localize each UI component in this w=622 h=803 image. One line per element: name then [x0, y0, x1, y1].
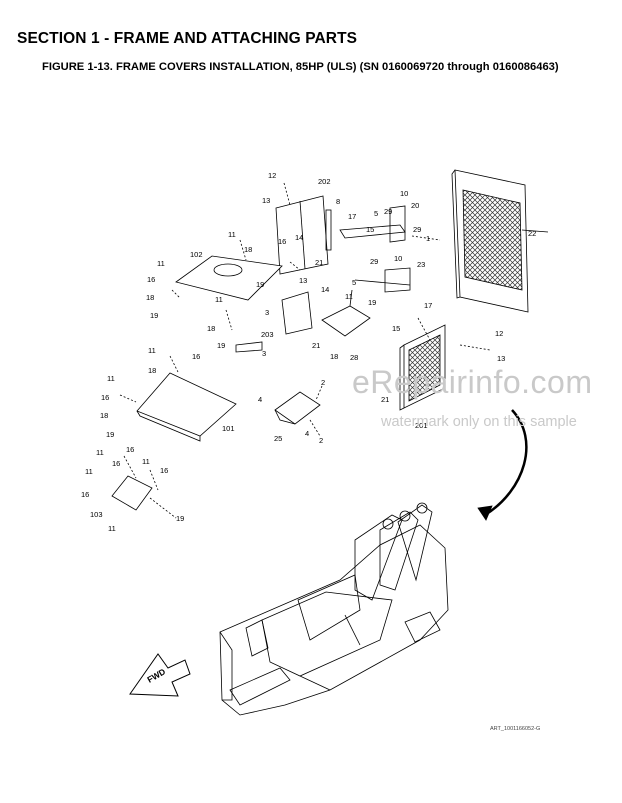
callout-label: 21: [381, 395, 389, 404]
callout-label: 20: [411, 201, 419, 210]
cover-203: [235, 291, 313, 353]
callout-label: 18: [100, 411, 108, 420]
figure-title: FIGURE 1-13. FRAME COVERS INSTALLATION, …: [42, 61, 559, 73]
watermark-subtext: watermark only on this sample: [381, 414, 577, 430]
callout-label: 3: [262, 349, 266, 358]
callout-label: 10: [394, 254, 402, 263]
cover-103: [111, 475, 153, 511]
callout-label: 19: [106, 430, 114, 439]
callout-label: 15: [366, 225, 374, 234]
callout-label: 18: [330, 352, 338, 361]
callout-label: 14: [321, 285, 329, 294]
callout-label: 18: [207, 324, 215, 333]
top-bracket-parts: [339, 205, 411, 293]
callout-label: 18: [148, 366, 156, 375]
bracket-28: [321, 289, 371, 337]
cover-101: [136, 372, 237, 442]
callout-label: 13: [497, 354, 505, 363]
callout-label: 19: [368, 298, 376, 307]
callout-label: 28: [350, 353, 358, 362]
callout-label: 16: [278, 237, 286, 246]
callout-label: 1: [426, 234, 430, 243]
callout-label: 29: [413, 225, 421, 234]
callout-label: 18: [146, 293, 154, 302]
callout-label: 17: [348, 212, 356, 221]
section-title: SECTION 1 - FRAME AND ATTACHING PARTS: [17, 30, 358, 47]
callout-label: 11: [228, 230, 236, 239]
callout-label: 101: [222, 424, 235, 433]
leader-lines: [119, 182, 491, 519]
callout-label: 202: [318, 177, 331, 186]
callout-label: 19: [176, 514, 184, 523]
callout-labels: 12 202 13 8 17 10 5 29 20 16 14 15 29 1 …: [81, 171, 536, 685]
callout-label: 103: [90, 510, 103, 519]
callout-label: 5: [374, 209, 378, 218]
callout-label: 29: [384, 207, 392, 216]
callout-label: 18: [244, 245, 252, 254]
side-grille-panel: [399, 324, 446, 411]
callout-label: 16: [112, 459, 120, 468]
cover-102: [175, 255, 283, 301]
callout-label: 19: [150, 311, 158, 320]
callout-label: 13: [299, 276, 307, 285]
callout-label: 102: [190, 250, 203, 259]
callout-label: 11: [85, 467, 93, 476]
callout-label: 11: [345, 292, 353, 301]
callout-label: 10: [400, 189, 408, 198]
watermark-text: eRepairinfo.com: [352, 364, 593, 400]
callout-label: 8: [336, 197, 340, 206]
callout-label: 2: [319, 436, 323, 445]
callout-label: 14: [295, 233, 303, 242]
callout-label: 19: [256, 280, 264, 289]
callout-label: 22: [528, 229, 536, 238]
callout-label: 5: [352, 278, 356, 287]
rear-grille-panel: [451, 169, 549, 313]
callout-label: 2: [321, 378, 325, 387]
callout-label: 21: [312, 341, 320, 350]
callout-label: 203: [261, 330, 274, 339]
callout-label: 3: [265, 308, 269, 317]
machine-frame: [219, 502, 449, 716]
callout-label: 16: [192, 352, 200, 361]
callout-label: 15: [392, 324, 400, 333]
callout-label: 11: [215, 295, 223, 304]
callout-label: 29: [370, 257, 378, 266]
callout-label: 25: [274, 434, 282, 443]
callout-label: 4: [305, 429, 309, 438]
fwd-arrow: [129, 653, 191, 697]
callout-label: 16: [101, 393, 109, 402]
front-cover-202: [275, 195, 332, 275]
callout-label: 12: [495, 329, 503, 338]
callout-label: 16: [126, 445, 134, 454]
callout-label: 4: [258, 395, 262, 404]
art-reference-id: ART_1001166052-G: [490, 726, 541, 732]
callout-label: 16: [81, 490, 89, 499]
callout-label: 11: [108, 524, 116, 533]
callout-label: 11: [157, 259, 165, 268]
callout-label: 19: [217, 341, 225, 350]
callout-label: 16: [160, 466, 168, 475]
callout-label: 12: [268, 171, 276, 180]
callout-label: 23: [417, 260, 425, 269]
cover-25: [274, 391, 321, 425]
callout-label: 16: [147, 275, 155, 284]
callout-label: 11: [96, 448, 104, 457]
callout-label: 13: [262, 196, 270, 205]
callout-label: 11: [148, 346, 156, 355]
callout-label: 21: [315, 258, 323, 267]
callout-label: 11: [107, 374, 115, 383]
callout-arrow: [484, 409, 528, 517]
callout-label: 201: [415, 421, 428, 430]
callout-label: 17: [424, 301, 432, 310]
callout-label: 11: [142, 457, 150, 466]
